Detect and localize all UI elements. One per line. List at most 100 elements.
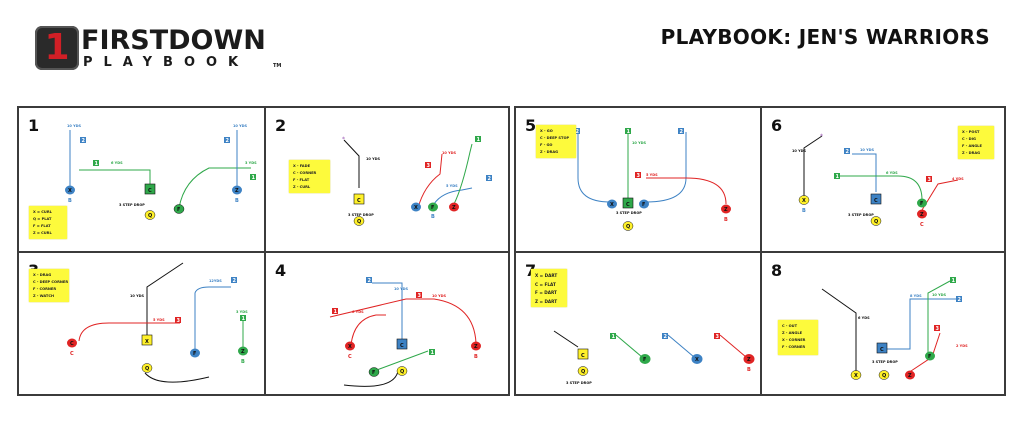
route-x [821, 288, 857, 371]
route-z [329, 298, 477, 344]
player-sub: C [348, 354, 352, 360]
yard-label-a: 10 YDS [130, 294, 145, 298]
route-tag-3 [425, 162, 431, 168]
player-sub: B [724, 217, 728, 223]
logo-subword: PLAYBOOK [83, 55, 250, 70]
route-tag-text: 3 [418, 293, 422, 299]
player-z [232, 185, 242, 195]
player-x [345, 341, 355, 351]
route-tag-text: 2 [488, 176, 492, 182]
route-tag-3 [175, 317, 181, 323]
player-c [870, 193, 882, 205]
player-label: C [581, 353, 585, 359]
yard-label-a: 10 YDS [394, 287, 409, 291]
route-tag-2 [956, 296, 962, 302]
yard-label-b: 10 YDS [442, 151, 457, 155]
route-tag-1 [250, 174, 256, 180]
player-z [743, 354, 755, 364]
player-x [850, 370, 862, 380]
player-label: Z [452, 205, 456, 211]
route-tag-2 [662, 333, 668, 339]
route-tag-text: 3 [637, 173, 641, 179]
play-diagram: 3 STEP DROP 1 2 3 C Q F X Z B [553, 330, 755, 385]
player-z [238, 346, 248, 356]
route-tag-text: 2 [368, 278, 372, 284]
player-f [173, 204, 185, 214]
player-f [925, 351, 935, 361]
player-label: X [68, 188, 72, 194]
route-q [144, 372, 210, 383]
player-label: Z [908, 373, 912, 379]
route-tag-1 [610, 333, 616, 339]
player-label: C [70, 341, 74, 347]
route-tag-3 [926, 176, 932, 182]
route-tag-text: 2 [226, 138, 230, 144]
player-label: X [145, 339, 149, 345]
player-label: Z [235, 188, 239, 194]
yard-label-a: 10 YDS [632, 141, 647, 145]
player-sub: C [70, 351, 74, 357]
player-q [577, 366, 589, 376]
play-card-1[interactable]: 1 10 YDS 10 YDS 6 YDS 3 YDS 3 STEP DROP … [19, 108, 264, 251]
player-label: X [695, 357, 699, 363]
player-c [396, 338, 408, 350]
player-label: F [372, 370, 375, 376]
route-tag-text: 3 [427, 163, 431, 169]
player-z [449, 202, 459, 212]
route-z [453, 143, 473, 205]
player-q [141, 363, 153, 373]
logo-number: 1 [44, 27, 70, 68]
play-card-6[interactable]: 6 * 10 YDS 10 YDS 6 YDS 4 YDS 3 STEP DRO… [762, 108, 1007, 251]
route-tag-text: 1 [836, 174, 840, 180]
player-sub: B [747, 367, 751, 373]
player-f [368, 367, 380, 377]
play-number: 5 [525, 116, 537, 135]
drop-label: 3 STEP DROP [119, 203, 145, 207]
play-card-4[interactable]: 4 10 YDS 6 YDS 10 YDS 2 3 1 1 X C C Q [266, 253, 511, 396]
player-sub: B [68, 198, 72, 204]
player-sub: B [474, 354, 478, 360]
player-label: X [854, 373, 858, 379]
player-label: F [642, 202, 645, 208]
route-tag-text: 1 [477, 137, 481, 143]
panel-divider-horizontal [516, 251, 1004, 253]
yard-label-c: 6 YDS [111, 161, 123, 165]
player-label: X [414, 205, 418, 211]
player-label: Q [148, 213, 152, 219]
route-tag-text: 3 [177, 318, 181, 324]
play-diagram: * 10 YDS 10 YDS 5 YDS 3 STEP DROP 3 2 1 … [342, 136, 492, 226]
drop-label: 3 STEP DROP [872, 360, 898, 364]
logo-wordmark: FIRSTDOWN [81, 25, 266, 56]
route-c [372, 282, 403, 341]
play-card-5[interactable]: 5 10 YDS 5 YDS 3 STEP DROP 2 1 2 3 X C F… [516, 108, 761, 251]
playbook-panel-left: 1 10 YDS 10 YDS 6 YDS 3 YDS 3 STEP DROP … [17, 106, 510, 396]
yard-label-b: 5 YDS [646, 173, 658, 177]
play-card-8[interactable]: 8 6 YDS 8 YDS 10 YDS 2 YDS 3 STEP DROP 1… [762, 253, 1007, 396]
player-z [905, 370, 915, 380]
route-x [350, 314, 386, 346]
yard-label-b: 10 YDS [860, 148, 875, 152]
play-diagram: 10 YDS 6 YDS 10 YDS 2 3 1 1 X C C Q F Z … [329, 277, 481, 387]
route-c [79, 169, 151, 188]
player-label: Q [626, 224, 630, 230]
player-label: F [193, 351, 196, 357]
player-label: C [357, 198, 361, 204]
player-label: Q [400, 369, 404, 375]
route-tag-text: 3 [716, 334, 720, 340]
player-c [144, 183, 156, 195]
play-card-7[interactable]: 7 3 STEP DROP 1 2 3 C Q F X Z B X = [516, 253, 761, 396]
yard-label-c: 5 YDS [153, 318, 165, 322]
player-sub: B [241, 359, 245, 365]
logo-badge [35, 26, 79, 70]
panel-divider-horizontal [19, 251, 508, 253]
route-tag-2 [678, 128, 684, 134]
player-label: F [643, 357, 646, 363]
play-card-2[interactable]: 2 * 10 YDS 10 YDS 5 YDS 3 STEP DROP 3 2 … [266, 108, 511, 251]
route-tag-2 [486, 175, 492, 181]
route-tag-1 [240, 315, 246, 321]
player-f [190, 348, 200, 358]
player-sub: C [920, 222, 924, 228]
play-card-3[interactable]: 3 10 YDS 12YDS 5 YDS 3 YDS 3 2 1 X C C Q [19, 253, 264, 396]
